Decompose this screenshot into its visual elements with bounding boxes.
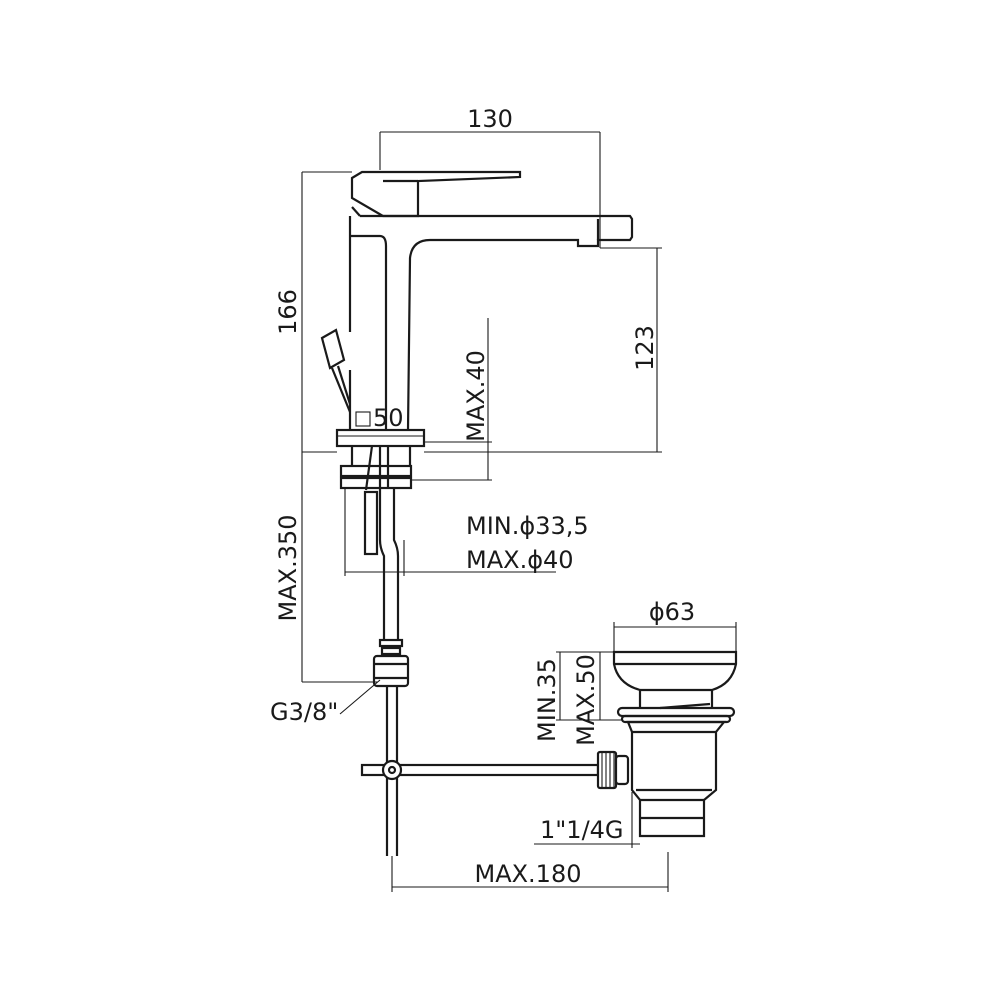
label-base-square: 50 — [373, 404, 404, 432]
label-max-flexible-length: MAX.350 — [274, 514, 302, 621]
label-spout-height: 123 — [631, 325, 659, 371]
label-max-rod-length: MAX.180 — [474, 860, 581, 888]
pop-up-waste — [360, 650, 738, 856]
dimension-lines — [301, 131, 737, 892]
square-symbol — [355, 411, 371, 427]
dimension-labels: 130 166 123 MAX.40 50 MAX.350 MIN.ϕ33,5 … — [270, 105, 695, 888]
waste-plug-cap — [612, 650, 738, 692]
hose-connector — [372, 638, 410, 688]
waste-flange — [616, 706, 736, 718]
label-waste-diameter: ϕ63 — [649, 598, 695, 626]
label-min-hole-diameter: MIN.ϕ33,5 — [466, 512, 589, 540]
side-lever — [320, 328, 346, 370]
label-max-deck-thickness: MAX.40 — [462, 350, 490, 442]
rod-clamp — [381, 759, 403, 781]
threaded-rod — [363, 490, 379, 556]
label-waste-thread: 1"1/4G — [540, 816, 624, 844]
spout — [360, 214, 634, 431]
rod-coupling — [596, 750, 630, 790]
waste-body — [626, 720, 727, 838]
label-waste-min-height: MIN.35 — [533, 658, 561, 742]
label-spout-reach: 130 — [467, 105, 513, 133]
mixer-body — [320, 170, 634, 688]
label-max-hole-diameter: MAX.ϕ40 — [466, 546, 574, 574]
label-total-height: 166 — [274, 289, 302, 335]
label-connection-thread: G3/8" — [270, 698, 338, 726]
lock-nut — [339, 464, 413, 478]
base-plate — [335, 428, 426, 448]
flexible-hose — [378, 488, 400, 640]
lever-handle — [350, 170, 522, 218]
label-waste-max-height: MAX.50 — [572, 654, 600, 746]
